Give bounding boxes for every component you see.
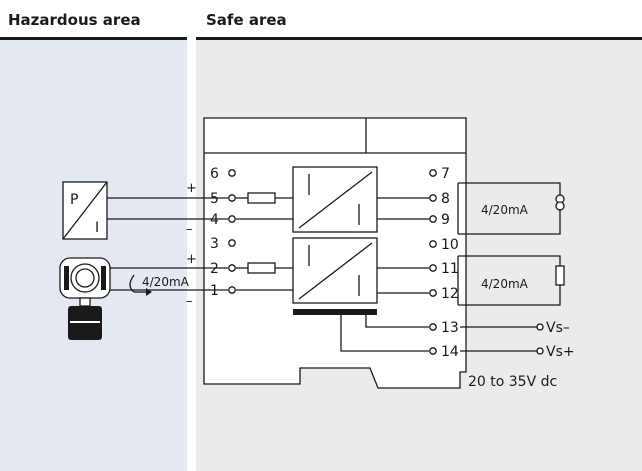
loop-2-plus: + [186,252,197,267]
terminal-1-label: 1 [210,283,219,299]
terminal-8-label: 8 [441,191,450,207]
pi-converter-p-label: P [70,192,78,208]
terminal-13-label: 13 [441,320,459,336]
terminal-8-screw [429,194,437,202]
supply-plus-label: Vs+ [546,344,575,360]
terminal-11-label: 11 [441,261,459,277]
transmitter-loop-arrow [129,274,152,296]
pi-converter-i-label: I [95,220,99,236]
terminal-9-label: 9 [441,212,450,228]
terminal-14-label: 14 [441,344,459,360]
terminal-3-label: 3 [210,236,219,252]
field-transmitter-icon [59,257,111,340]
safe-area-title: Safe area [196,0,642,40]
terminal-12-label: 12 [441,286,459,302]
loop-2-minus: – [186,294,193,309]
output-terminal-block: 7 8 9 10 11 12 13 14 [429,166,459,360]
supply-range-label: 20 to 35V dc [468,374,557,390]
terminal-1-screw [228,286,236,294]
terminal-10-screw [429,240,437,248]
terminal-13-screw [429,323,437,331]
terminal-4-label: 4 [210,212,219,228]
loop-1-plus: + [186,181,197,196]
output-loop-top [457,182,565,235]
internal-input-wiring [236,192,293,291]
terminal-9-screw [429,215,437,223]
terminal-11-screw [429,264,437,272]
terminal-4-screw [228,215,236,223]
field-wiring-hazardous [107,197,228,291]
loop-1-minus: – [186,222,193,237]
terminal-5-label: 5 [210,191,219,207]
terminal-6-screw [228,169,236,177]
terminal-14-screw [429,347,437,355]
terminal-7-label: 7 [441,166,450,182]
channel-2-isolator [292,237,378,304]
terminal-2-label: 2 [210,261,219,277]
output-loop-bottom-label: 4/20mA [481,277,529,291]
terminal-2-screw [228,264,236,272]
output-loop-bottom [457,255,565,306]
terminal-7-screw [429,169,437,177]
terminal-5-screw [228,194,236,202]
terminal-12-screw [429,289,437,297]
terminal-3-screw [228,239,236,247]
transmitter-loop-label: 4/20mA [142,275,190,289]
supply-minus-label: Vs– [546,320,570,336]
terminal-6-label: 6 [210,166,219,182]
power-bus-bar [293,309,377,315]
pi-converter: P I [62,181,108,240]
internal-output-wiring [340,197,429,352]
hazardous-area-title: Hazardous area [0,0,187,40]
supply-wiring [460,323,544,355]
channel-1-isolator [292,166,378,233]
input-terminal-block: 6 5 4 3 2 1 [210,166,236,299]
terminal-10-label: 10 [441,237,459,253]
output-loop-top-label: 4/20mA [481,203,529,217]
